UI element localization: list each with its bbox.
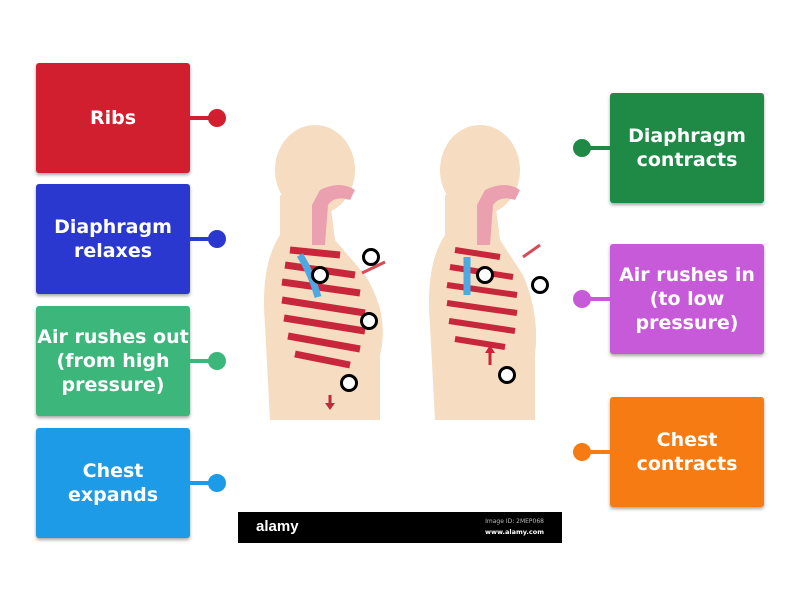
label-text: Chest contracts [636, 429, 738, 475]
watermark-url: www.alamy.com [484, 528, 544, 536]
connector-line [190, 359, 218, 363]
label-right-0[interactable]: Diaphragm contracts [610, 93, 764, 203]
label-left-1[interactable]: Diaphragm relaxes [36, 184, 190, 294]
connector-line [190, 237, 218, 241]
drop-target[interactable] [531, 276, 549, 294]
connector-line [190, 116, 218, 120]
drop-target[interactable] [476, 266, 494, 284]
drop-target[interactable] [360, 312, 378, 330]
label-text: Air rushes in (to low pressure) [619, 264, 755, 334]
drop-target[interactable] [340, 374, 358, 392]
drop-target[interactable] [362, 248, 380, 266]
connector-pin[interactable] [208, 109, 226, 127]
label-text: Air rushes out (from high pressure) [37, 326, 189, 396]
connector-pin[interactable] [208, 230, 226, 248]
connector-pin[interactable] [573, 139, 591, 157]
connector-pin[interactable] [208, 474, 226, 492]
label-left-2[interactable]: Air rushes out (from high pressure) [36, 306, 190, 416]
label-left-3[interactable]: Chest expands [36, 428, 190, 538]
label-text: Chest expands [68, 460, 158, 506]
alamy-logo: alamy [256, 518, 299, 535]
connector-pin[interactable] [208, 352, 226, 370]
label-left-0[interactable]: Ribs [36, 63, 190, 173]
connector-line [582, 297, 610, 301]
label-text: Ribs [89, 107, 137, 129]
connector-pin[interactable] [573, 290, 591, 308]
watermark-banner: alamy Image ID: 2MEP068 www.alamy.com [238, 512, 562, 543]
connector-line [582, 146, 610, 150]
drop-target[interactable] [498, 366, 516, 384]
body-exhale [264, 125, 386, 420]
label-right-1[interactable]: Air rushes in (to low pressure) [610, 244, 764, 354]
image-id: Image ID: 2MEP068 [485, 518, 544, 525]
label-text: Diaphragm relaxes [54, 216, 172, 262]
breathing-diagram [264, 125, 541, 420]
body-inhale [429, 125, 541, 420]
connector-line [190, 481, 218, 485]
label-text: Diaphragm contracts [628, 125, 746, 171]
label-right-2[interactable]: Chest contracts [610, 397, 764, 507]
connector-line [582, 450, 610, 454]
connector-pin[interactable] [573, 443, 591, 461]
drop-target[interactable] [311, 266, 329, 284]
